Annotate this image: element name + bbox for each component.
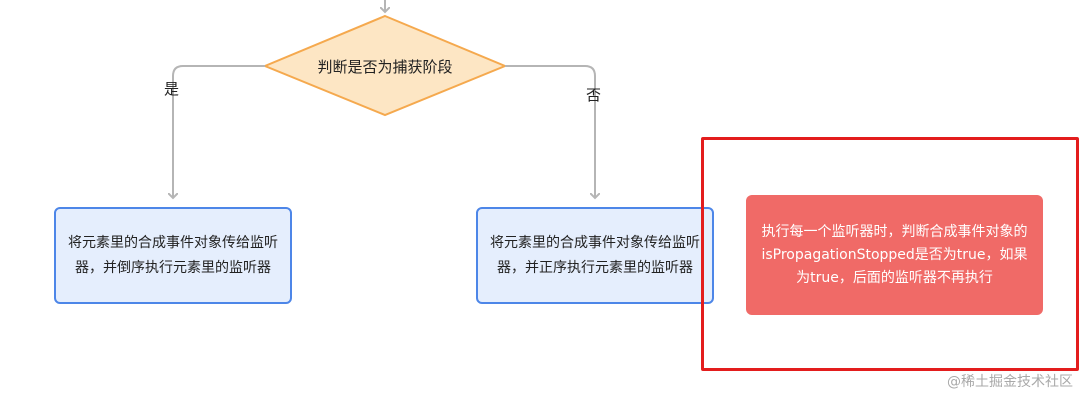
yes-edge-label: 是 [164, 80, 180, 98]
watermark: @稀土掘金技术社区 [947, 374, 1073, 390]
propagation-note-label: 执行每一个监听器时，判断合成事件对象的isPropagationStopped是… [761, 223, 1028, 286]
no-edge-label: 否 [586, 86, 602, 104]
highlight-frame [701, 137, 1079, 371]
propagation-note[interactable]: 执行每一个监听器时，判断合成事件对象的isPropagationStopped是… [746, 195, 1043, 315]
yes-branch-connector [173, 65, 265, 198]
decision-diamond[interactable] [262, 14, 508, 117]
forward-order-box[interactable]: 将元素里的合成事件对象传给监听器，并正序执行元素里的监听器 [476, 207, 714, 304]
reverse-order-box-label: 将元素里的合成事件对象传给监听器，并倒序执行元素里的监听器 [68, 234, 278, 276]
forward-order-box-label: 将元素里的合成事件对象传给监听器，并正序执行元素里的监听器 [490, 234, 700, 276]
reverse-order-box[interactable]: 将元素里的合成事件对象传给监听器，并倒序执行元素里的监听器 [54, 207, 292, 304]
no-branch-connector [505, 65, 595, 198]
decision-label: 判断是否为捕获阶段 [317, 58, 453, 76]
